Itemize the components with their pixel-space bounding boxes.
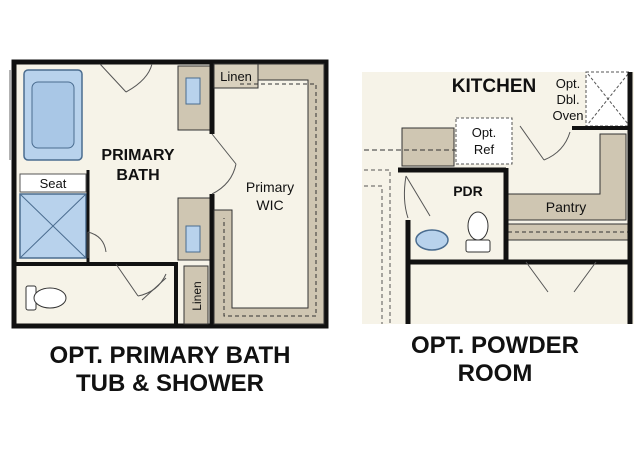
- linen-side-label: Linen: [190, 281, 204, 310]
- sink-bottom: [185, 225, 201, 253]
- sink-top: [185, 77, 201, 105]
- seat-label: Seat: [40, 176, 67, 191]
- shower-door-swing: [87, 231, 107, 253]
- powder-room-sink: [415, 229, 449, 251]
- pantry-label: Pantry: [546, 199, 586, 215]
- toilet: [25, 285, 67, 311]
- ref-label-1: Opt.: [472, 125, 497, 140]
- linen-top-label: Linen: [220, 69, 252, 84]
- right-caption-line-2: ROOM: [457, 360, 533, 388]
- oven-label-3: Oven: [552, 108, 583, 123]
- pdr-label: PDR: [453, 183, 483, 199]
- bathtub-basin: [31, 81, 75, 149]
- kitchen-counter: [401, 127, 455, 167]
- left-plan-outer-wall: [11, 59, 329, 329]
- wic-door-swing: [211, 133, 237, 195]
- hall-dashed-outline-2: [364, 185, 383, 324]
- shower-seat: [19, 173, 87, 193]
- primary-bath-label-1: PRIMARY: [101, 147, 175, 164]
- floor-plans-drawing: Seat Linen: [9, 59, 634, 329]
- wic-label-2: WIC: [256, 197, 283, 213]
- left-plan-caption: OPT. PRIMARY BATH TUB & SHOWER: [0, 342, 340, 399]
- powder-room-toilet: [465, 211, 491, 253]
- shower-drain-line-2: [19, 193, 87, 259]
- left-floor-plan: Seat Linen: [9, 59, 329, 329]
- bath-entry-door-swing: [99, 63, 153, 93]
- primary-bath-label-2: BATH: [116, 167, 159, 184]
- right-caption-line-1: OPT. POWDER: [410, 332, 579, 359]
- wic-shelf-dashes: [223, 83, 317, 317]
- oven-cross-2: [587, 73, 629, 125]
- powder-room-door-swing: [403, 175, 431, 219]
- right-plan-caption: OPT. POWDER ROOM: [350, 332, 640, 389]
- left-caption-line-2: TUB & SHOWER: [76, 370, 264, 398]
- refrigerator-space: [455, 117, 513, 165]
- ref-label-2: Ref: [474, 142, 495, 157]
- wic-label-1: Primary: [246, 179, 294, 195]
- oven-label-1: Opt.: [556, 76, 581, 91]
- left-caption-line-1: OPT. PRIMARY BATH: [49, 342, 291, 369]
- toilet-room-door-swing: [141, 277, 167, 301]
- right-floor-plan: Pantry KITCHEN Opt. Dbl. Oven Opt. Ref P…: [362, 71, 634, 324]
- hall-dashed-outline-1: [364, 169, 391, 324]
- oven-label-2: Dbl.: [556, 92, 579, 107]
- kitchen-label: KITCHEN: [452, 76, 536, 97]
- closet-double-door-swing: [525, 261, 597, 293]
- kitchen-door-swing: [519, 125, 571, 161]
- linen-side-shelf: [183, 265, 209, 325]
